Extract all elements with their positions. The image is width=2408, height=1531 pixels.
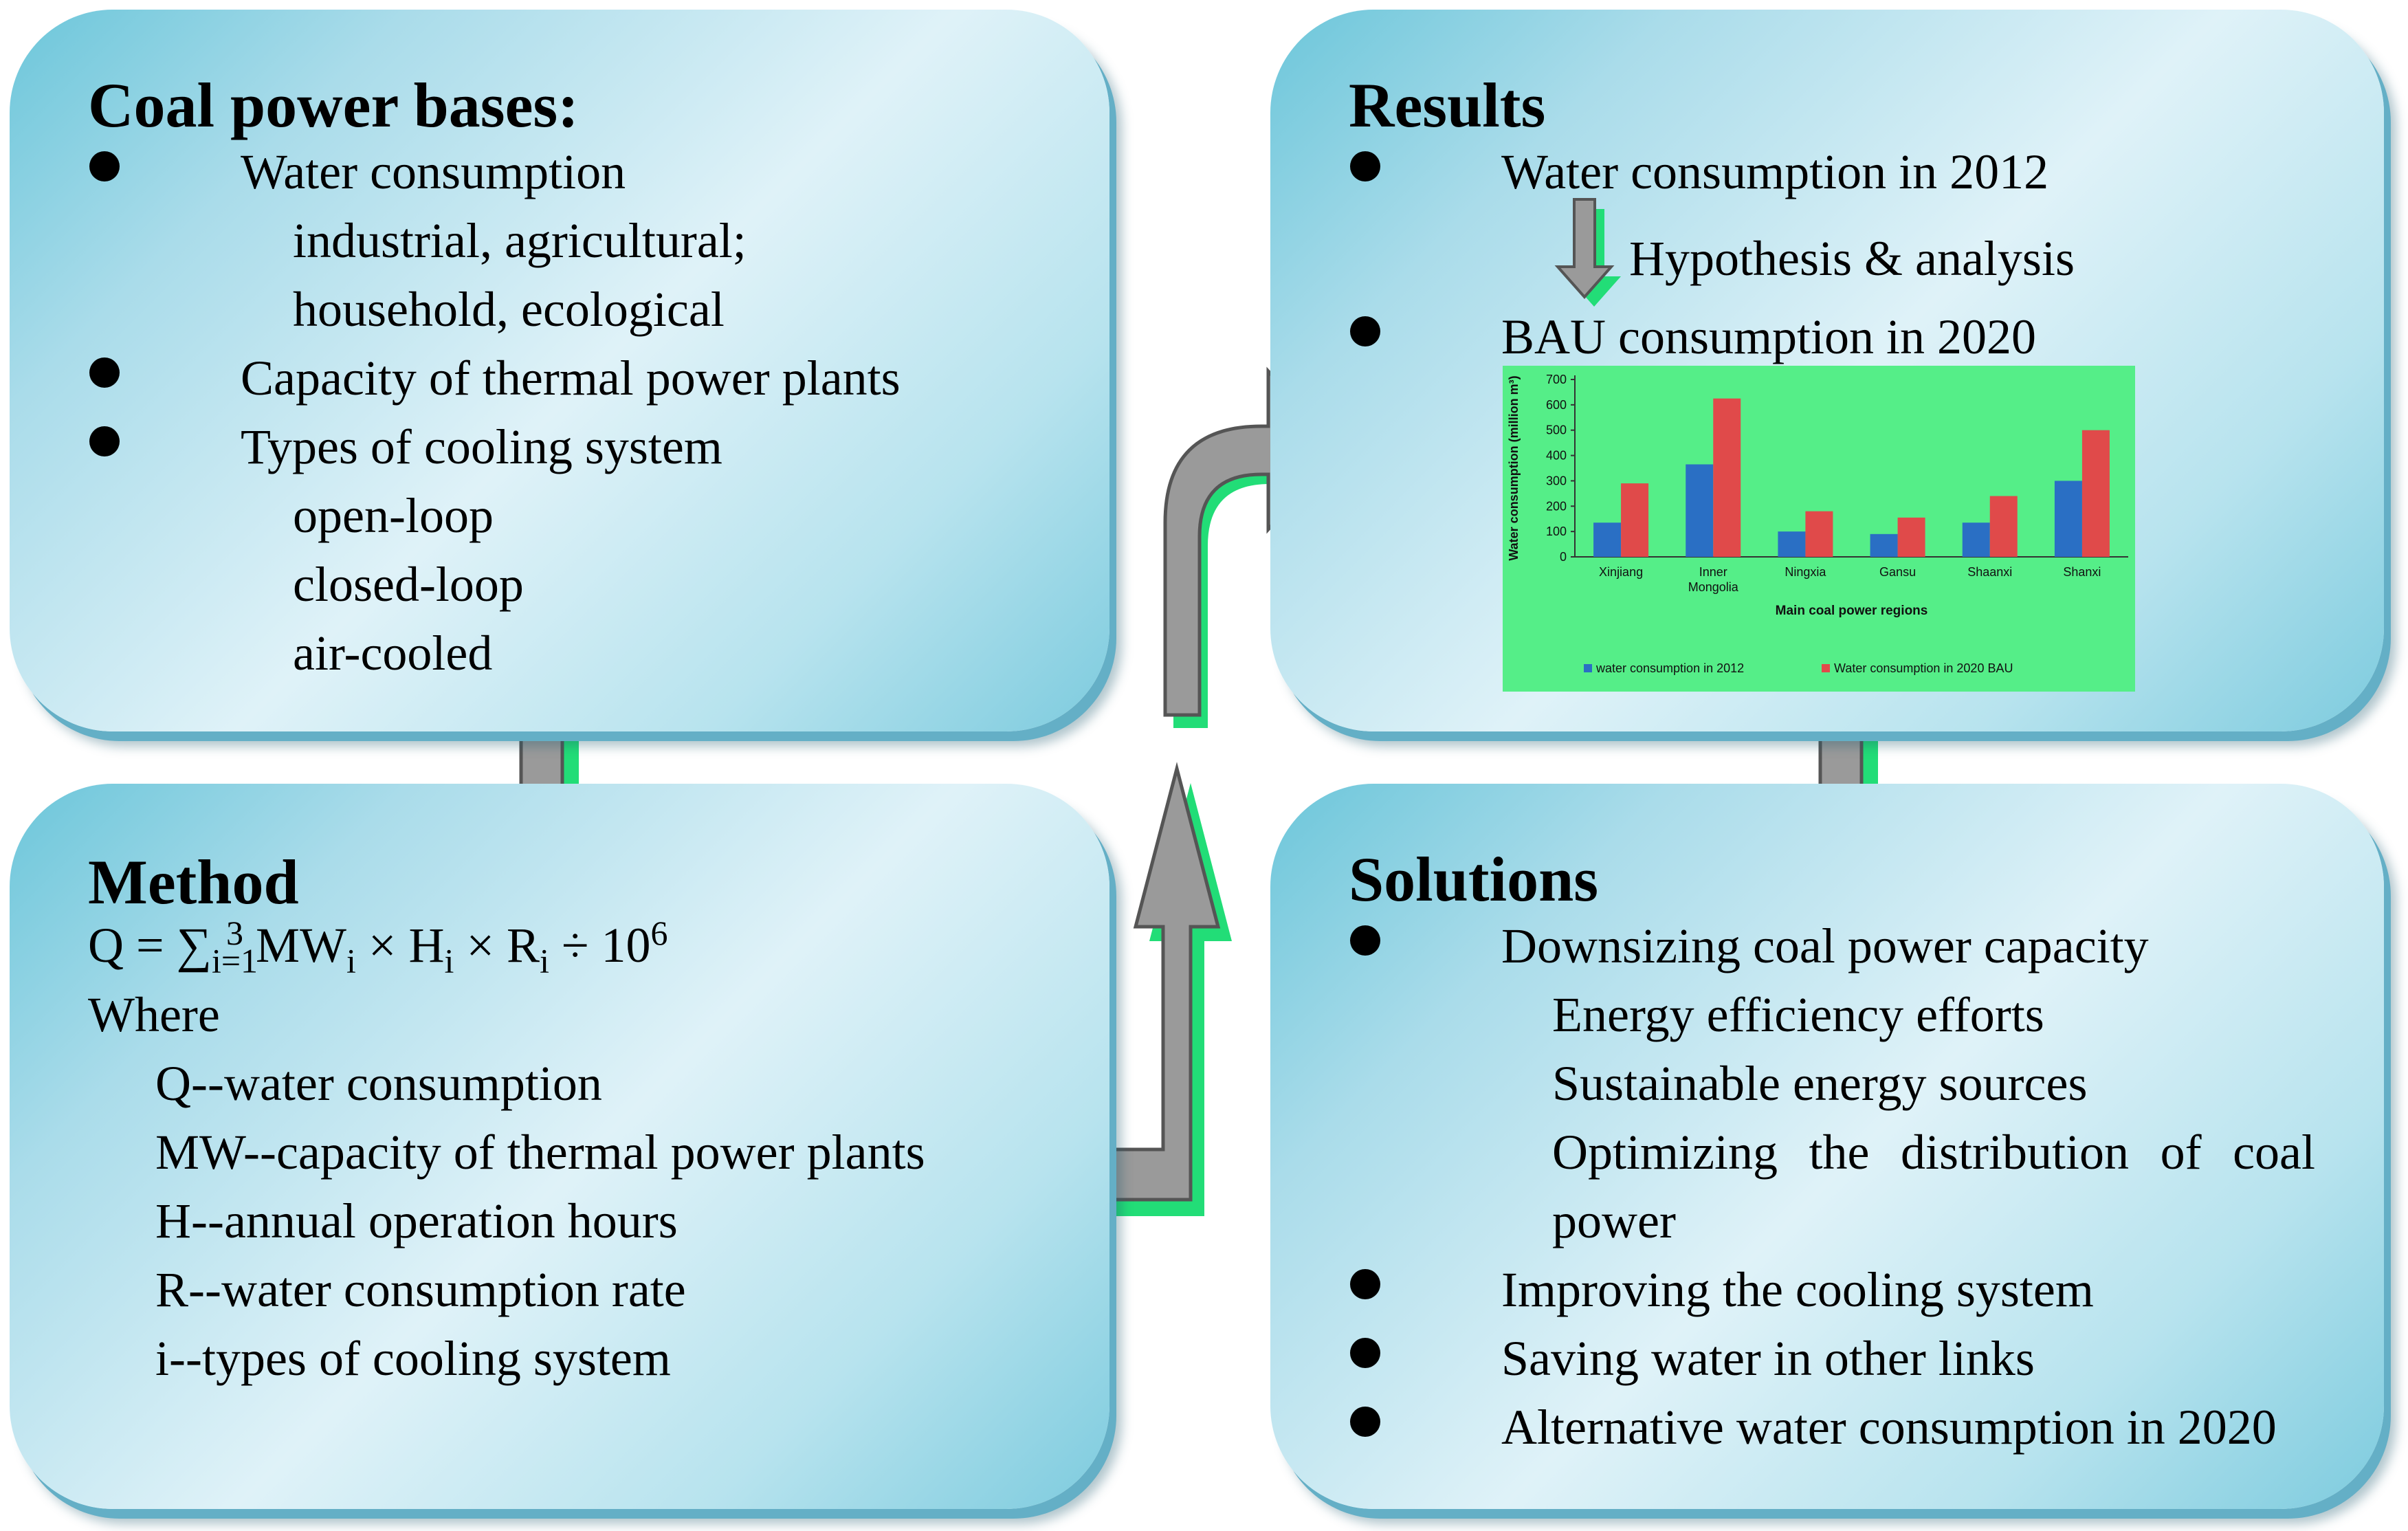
coal-item-capacity: Capacity of thermal power plants (241, 351, 901, 406)
coal-sub-closed-loop: closed-loop (293, 557, 524, 612)
legend-label-2020-bau: Water consumption in 2020 BAU (1834, 661, 2013, 675)
method-def-q: Q--water consumption (155, 1056, 602, 1111)
method-def-h: H--annual operation hours (155, 1193, 678, 1248)
y-tick-label: 700 (1546, 373, 1567, 386)
solutions-sub-optimizing-cont: power (1552, 1193, 1676, 1248)
results-item-2012: Water consumption in 2012 (1501, 144, 2049, 199)
solutions-panel: Solutions Downsizing coal power capacity… (1270, 784, 2384, 1509)
y-tick-label: 200 (1546, 499, 1567, 513)
bar-2020-bau (2081, 430, 2110, 557)
bar-2012 (1962, 522, 1990, 557)
legend-swatch-2020-bau (1822, 664, 1830, 672)
solutions-item-saving: Saving water in other links (1501, 1331, 2035, 1386)
bullet-icon (1350, 1269, 1380, 1299)
bar-2020-bau (1897, 517, 1925, 557)
bar-2012 (1778, 531, 1806, 557)
bar-2012 (2054, 481, 2082, 557)
bullet-icon (1350, 316, 1380, 346)
y-tick-label: 300 (1546, 474, 1567, 487)
method-def-r: R--water consumption rate (155, 1262, 686, 1317)
y-axis-label: Water consumption (million m³) (1507, 375, 1521, 560)
solutions-sub-efficiency: Energy efficiency efforts (1552, 987, 2044, 1042)
up-arrow-icon (1053, 762, 1232, 1216)
bar-2012 (1870, 533, 1898, 557)
method-def-i: i--types of cooling system (155, 1331, 671, 1386)
y-tick-label: 100 (1546, 525, 1567, 538)
bar-2020-bau (1805, 511, 1833, 557)
method-where-label: Where (88, 987, 220, 1042)
bullet-icon (1350, 925, 1380, 956)
solutions-item-cooling: Improving the cooling system (1501, 1262, 2094, 1317)
results-hypothesis-label: Hypothesis & analysis (1629, 231, 2075, 286)
bullet-icon (89, 151, 120, 181)
bullet-icon (1350, 1407, 1380, 1437)
coal-sub-open-loop: open-loop (293, 488, 494, 543)
method-panel: Method Q = ∑i=13 MWi × Hi × Ri ÷ 106 Whe… (10, 784, 1109, 1509)
legend-label-2012: water consumption in 2012 (1595, 661, 1744, 675)
x-tick-label: Shanxi (2063, 565, 2101, 579)
coal-panel-title: Coal power bases: (88, 70, 579, 140)
coal-item-cooling: Types of cooling system (241, 419, 722, 474)
y-tick-label: 500 (1546, 423, 1567, 437)
method-panel-title: Method (88, 847, 299, 917)
solutions-sub-sustainable: Sustainable energy sources (1552, 1056, 2088, 1111)
bullet-icon (89, 357, 120, 388)
x-tick-label: Shaanxi (1967, 565, 2012, 579)
x-tick-label: Ningxia (1785, 565, 1826, 579)
results-item-bau-2020: BAU consumption in 2020 (1501, 309, 2037, 364)
bar-2012 (1686, 464, 1714, 557)
y-tick-label: 400 (1546, 449, 1567, 463)
solutions-panel-title: Solutions (1349, 844, 1599, 914)
x-tick-label: Inner (1699, 565, 1727, 579)
x-axis-label: Main coal power regions (1776, 604, 1928, 618)
bullet-icon (89, 426, 120, 456)
solutions-item-alternative: Alternative water consumption in 2020 (1501, 1400, 2277, 1455)
coal-sub-air-cooled: air-cooled (293, 626, 493, 681)
x-tick-label: Mongolia (1688, 580, 1739, 594)
bar-2020-bau (1713, 398, 1741, 557)
coal-sub-household: household, ecological (293, 282, 725, 337)
y-tick-label: 600 (1546, 398, 1567, 412)
coal-sub-industrial: industrial, agricultural; (293, 213, 747, 268)
bar-2020-bau (1621, 483, 1649, 557)
legend-swatch-2012 (1584, 664, 1592, 672)
bar-2020-bau (1989, 496, 2018, 557)
coal-item-water: Water consumption (241, 144, 626, 199)
bullet-icon (1350, 151, 1380, 181)
y-tick-label: 0 (1560, 550, 1567, 564)
water-consumption-equation: Q = ∑i=13 MWi × Hi × Ri ÷ 106 (88, 914, 668, 980)
x-tick-label: Xinjiang (1599, 565, 1643, 579)
coal-power-bases-panel: Coal power bases: Water consumption indu… (10, 10, 1109, 731)
bullet-icon (1350, 1338, 1380, 1368)
bar-2012 (1593, 522, 1622, 557)
method-def-mw: MW--capacity of thermal power plants (155, 1125, 925, 1180)
results-panel-title: Results (1349, 70, 1546, 140)
x-tick-label: Gansu (1879, 565, 1916, 579)
solutions-item-downsizing: Downsizing coal power capacity (1501, 918, 2149, 973)
